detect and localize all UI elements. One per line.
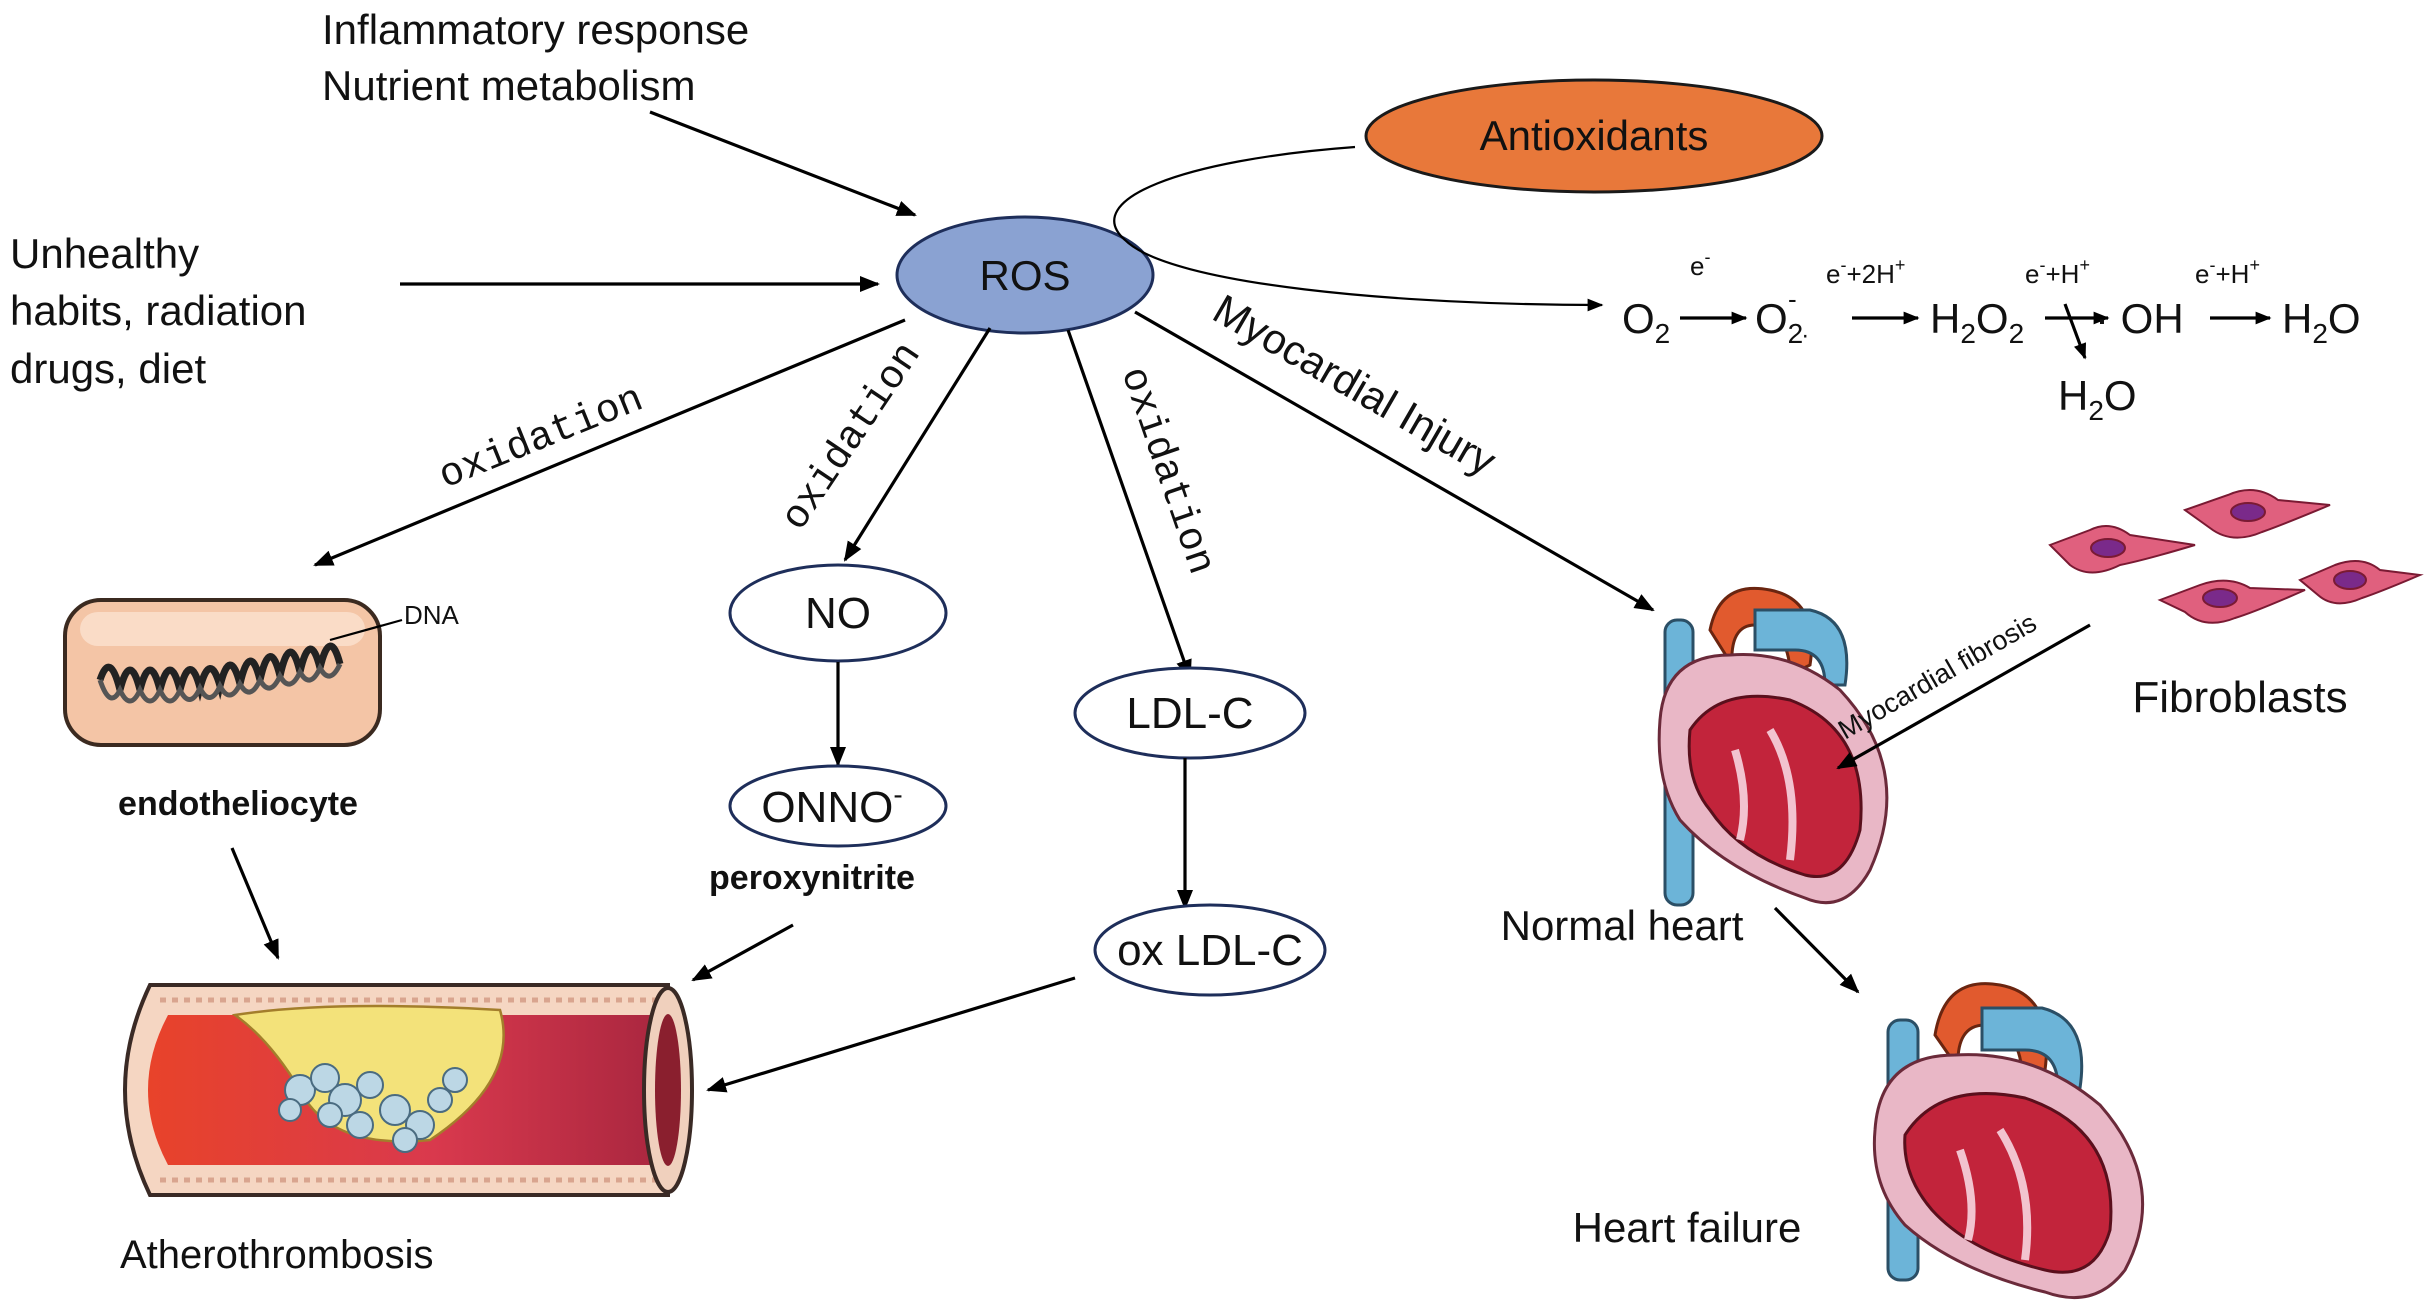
arrow-peroxynitrite-to-vessel [691, 923, 794, 982]
water-byproduct: H2O [2058, 372, 2137, 426]
dna-label: DNA [404, 600, 460, 630]
step3-label: e-+H+ [2025, 255, 2090, 289]
o2-species: O2 [1622, 295, 1670, 349]
input-nutrient-metabolism: Nutrient metabolism [322, 62, 695, 109]
arrow-metabolism-to-ros [649, 110, 917, 217]
heart-failure-label: Heart failure [1573, 1204, 1802, 1251]
arrow-ros-to-no [843, 327, 992, 562]
h2o2-species: H2O2 [1930, 295, 2024, 349]
superoxide-species: O2· [1755, 295, 1809, 349]
arrow-ros-to-heart [1134, 310, 1655, 612]
arrow-oxldl-to-vessel [706, 976, 1076, 1093]
endotheliocyte-label: endotheliocyte [118, 785, 358, 823]
ros-label: ROS [979, 252, 1070, 299]
antioxidants-node: Antioxidants [1364, 78, 1824, 194]
input-unhealthy: Unhealthy [10, 230, 199, 277]
oxldl-label: ox LDL-C [1117, 926, 1303, 975]
reaction-chain: e- e-+2H+ e-+H+ e-+H+ O2 O2· - H2O2 · OH… [1622, 247, 2361, 426]
oxldl-node: ox LDL-C [1093, 903, 1327, 997]
myocardial-injury-label: Myocardial Injury [1206, 285, 1504, 484]
input-drugs-diet: drugs, diet [10, 345, 206, 392]
heart-failure-illustration [1872, 982, 2144, 1300]
no-node: NO [728, 563, 948, 663]
ldl-label: LDL-C [1126, 689, 1253, 738]
hydroxyl-species: · OH [2095, 295, 2184, 342]
normal-heart-illustration [1657, 586, 1889, 907]
input-inflammatory-response: Inflammatory response [322, 6, 749, 53]
fibroblasts-illustration [2048, 489, 2424, 624]
no-label: NO [805, 589, 871, 638]
atherothrombosis-vessel [123, 983, 694, 1197]
ldl-node: LDL-C [1073, 666, 1307, 760]
arrow-ros-to-endotheliocyte [313, 318, 906, 567]
atherothrombosis-label: Atherothrombosis [120, 1233, 433, 1277]
step1-label: e- [1690, 247, 1710, 281]
peroxynitrite-label: peroxynitrite [709, 859, 915, 897]
endotheliocyte-cell [63, 598, 382, 747]
dna-pointer [329, 618, 403, 642]
water-species: H2O [2282, 295, 2361, 349]
fibroblasts-label: Fibroblasts [2132, 673, 2347, 722]
normal-heart-label: Normal heart [1501, 902, 1744, 949]
onno-node: ONNO- [728, 764, 948, 848]
input-habits-radiation: habits, radiation [10, 287, 307, 334]
ros-node: ROS [895, 215, 1155, 335]
arrow-h2o2-to-water [2063, 303, 2087, 360]
superoxide-charge: - [1788, 284, 1797, 314]
arrow-ros-to-ldl [1066, 329, 1192, 680]
oxidation-label-ldl: oxidation [1110, 362, 1223, 581]
arrow-fibroblasts-to-heart [1836, 623, 2091, 770]
antioxidant-curve [1113, 145, 1604, 312]
step4-label: e-+H+ [2195, 255, 2260, 289]
arrow-endotheliocyte-to-vessel [230, 847, 280, 960]
arrow-normal-to-failure [1773, 906, 1860, 994]
antioxidants-label: Antioxidants [1480, 112, 1709, 159]
myocardial-fibrosis-label: Myocardial fibrosis [1833, 607, 2042, 745]
onno-label: ONNO- [761, 779, 902, 832]
step2-label: e-+2H+ [1826, 255, 1905, 289]
